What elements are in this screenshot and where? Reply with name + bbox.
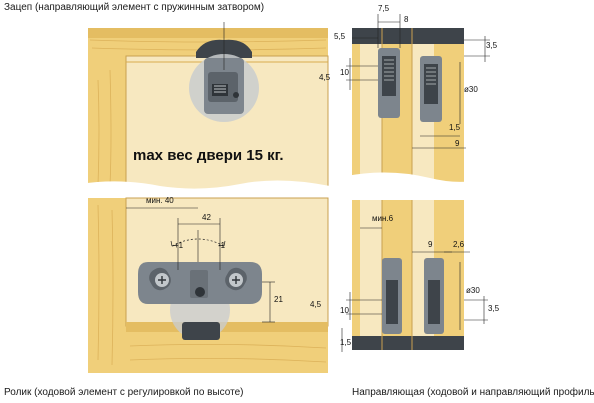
dim-5-5: 5,5 [334, 32, 346, 41]
dim-min6: мин.6 [372, 214, 394, 223]
dim-min40: мин. 40 [146, 196, 174, 205]
right-dimension-lines [341, 14, 490, 352]
catch-title: Зацеп (направляющий элемент с пружинным … [4, 2, 265, 13]
left-dimension-lines [126, 207, 275, 323]
dim-4-5-bottom: 4,5 [310, 300, 322, 309]
dim-9-top: 9 [455, 139, 460, 148]
roller-title: Ролик (ходовой элемент с регулировкой по… [4, 387, 244, 398]
dim-1-5-bottom: 1,5 [340, 338, 352, 347]
dim-9-bottom: 9 [428, 240, 433, 249]
max-weight-label: max вес двери 15 кг. [133, 147, 284, 164]
catch-mechanism [189, 22, 259, 122]
dim-10-bottom: 10 [340, 306, 349, 315]
dim-7-5: 7,5 [378, 4, 390, 13]
dim-1-5-top: 1,5 [449, 123, 461, 132]
dim-2-6: 2,6 [453, 240, 465, 249]
dim-8: 8 [404, 15, 409, 24]
rail-title: Направляющая (ходовой и направляющий про… [352, 387, 594, 398]
dim-3-5-top: 3,5 [486, 41, 498, 50]
dim-dia30-bottom: ø30 [466, 286, 480, 295]
dim-minus1: -1 [218, 241, 226, 250]
roller-mechanism [138, 230, 262, 340]
dim-plus1: +1 [174, 241, 184, 250]
rail-break [346, 172, 506, 200]
dim-21: 21 [274, 295, 283, 304]
dim-3-5-bottom: 3,5 [488, 304, 500, 313]
dim-10-top: 10 [340, 68, 349, 77]
dim-4-5-top: 4,5 [319, 73, 331, 82]
dim-dia30-top: ø30 [464, 85, 478, 94]
dim-42: 42 [202, 213, 211, 222]
